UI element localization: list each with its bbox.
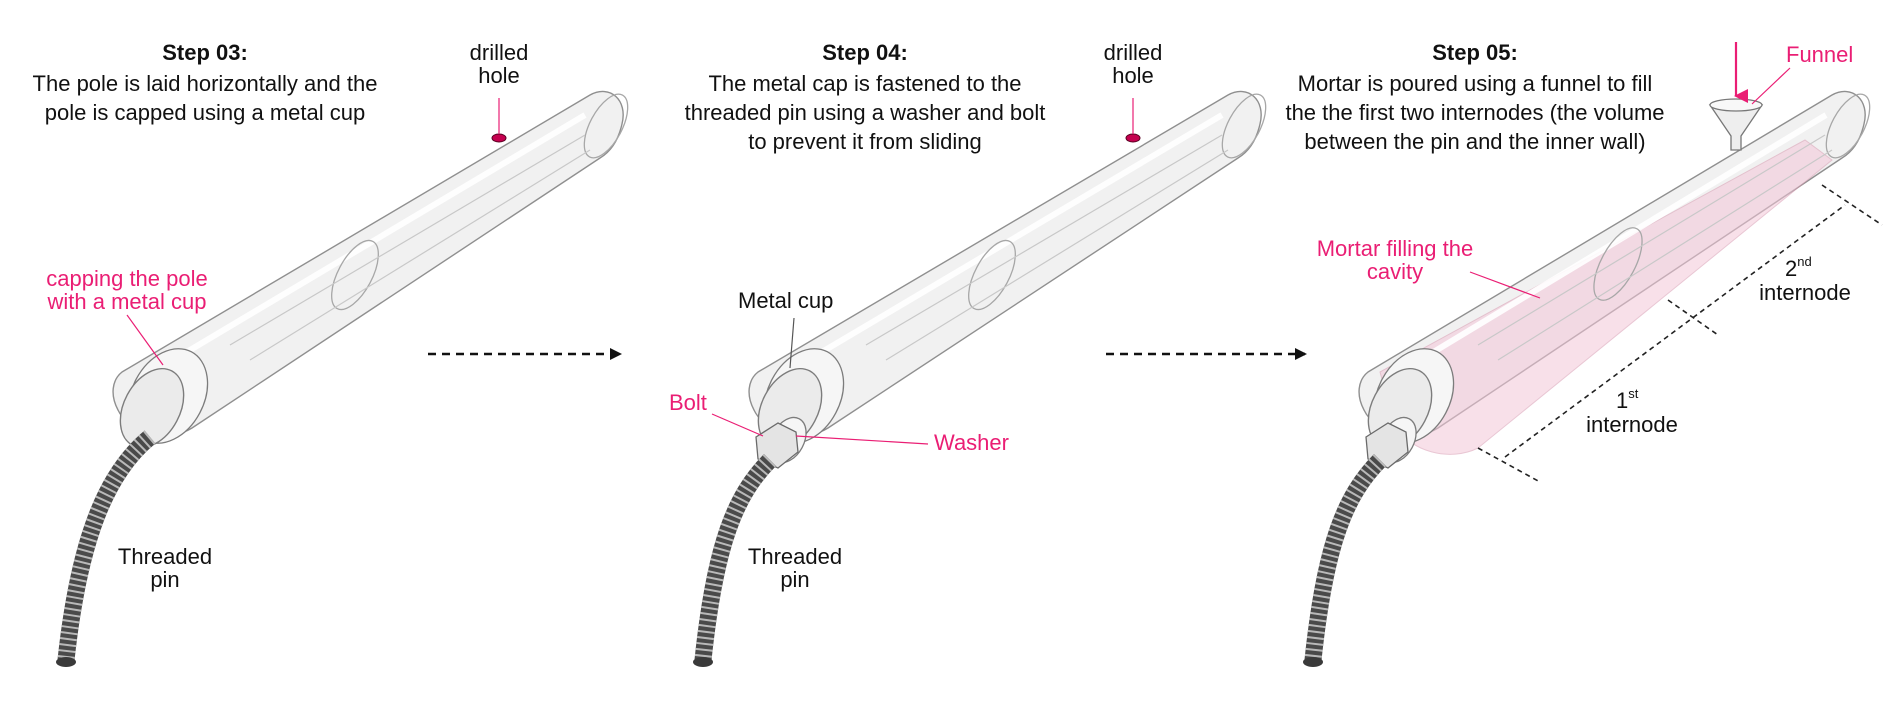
label-mortar-line-1: Mortar filling the (1317, 236, 1474, 261)
label-first-internode: 1st internode (1586, 386, 1678, 437)
first-internode-number: 1 (1616, 388, 1628, 413)
threaded-pin-step-04 (693, 453, 777, 667)
step-04-title: Step 04: (822, 40, 908, 65)
leader-washer (795, 435, 929, 445)
leader-mortar (1469, 271, 1541, 299)
threaded-pin-step-03 (56, 430, 156, 667)
label-washer: Washer (934, 430, 1009, 455)
svg-text:1st: 1st (1616, 386, 1639, 413)
leader-capping (126, 314, 164, 366)
threaded-pin-step-05 (1303, 453, 1387, 667)
label-funnel: Funnel (1786, 42, 1853, 67)
pin-end-step-03 (56, 657, 76, 667)
step-05-desc-line-2: the the first two internodes (the volume (1285, 100, 1664, 125)
label-bolt: Bolt (669, 390, 707, 415)
pole-step-03 (112, 90, 629, 436)
drilled-hole-step-04 (1125, 133, 1141, 143)
label-metal-cup: Metal cup (738, 288, 833, 313)
step-04-desc-line-2: threaded pin using a washer and bolt (685, 100, 1046, 125)
first-internode-suffix: st (1628, 386, 1639, 401)
internode-dimensions (1477, 184, 1883, 483)
step-03-desc-line-2: pole is capped using a metal cup (45, 100, 365, 125)
step-03-title: Step 03: (162, 40, 248, 65)
label-second-internode: 2nd internode (1759, 254, 1851, 305)
label-threaded-pin-step-04-line-1: Threaded (748, 544, 842, 569)
label-drilled-hole-step-04-line-1: drilled (1104, 40, 1163, 65)
pole-step-04 (748, 90, 1267, 436)
label-threaded-pin-step-03-line-1: Threaded (118, 544, 212, 569)
label-drilled-hole-step-03-line-1: drilled (470, 40, 529, 65)
pin-end-step-04 (693, 657, 713, 667)
metal-cup-step-03 (119, 348, 209, 449)
first-internode-word: internode (1586, 412, 1678, 437)
svg-text:2nd: 2nd (1785, 254, 1812, 281)
funnel-icon (1708, 42, 1764, 151)
step-05-desc-line-1: Mortar is poured using a funnel to fill (1298, 71, 1653, 96)
panel-step-04: Step 04: The metal cap is fastened to th… (669, 40, 1267, 667)
label-threaded-pin-step-03-line-2: pin (150, 567, 179, 592)
leader-bolt (711, 413, 764, 437)
step-04-desc-line-3: to prevent it from sliding (748, 129, 982, 154)
second-internode-number: 2 (1785, 256, 1797, 281)
second-internode-suffix: nd (1797, 254, 1811, 269)
second-internode-word: internode (1759, 280, 1851, 305)
step-05-title: Step 05: (1432, 40, 1518, 65)
pole-step-05 (1358, 90, 1871, 455)
leader-metal-cup (789, 317, 795, 369)
label-drilled-hole-step-03-line-2: hole (478, 63, 520, 88)
drilled-hole-step-03 (491, 133, 507, 143)
label-mortar-line-2: cavity (1367, 259, 1423, 284)
label-capping-line-2: with a metal cup (47, 289, 207, 314)
step-04-desc-line-1: The metal cap is fastened to the (708, 71, 1021, 96)
label-threaded-pin-step-04-line-2: pin (780, 567, 809, 592)
label-drilled-hole-step-04-line-2: hole (1112, 63, 1154, 88)
step-05-desc-line-3: between the pin and the inner wall) (1304, 129, 1645, 154)
panel-step-03: Step 03: The pole is laid horizontally a… (33, 40, 629, 667)
label-capping-line-1: capping the pole (46, 266, 207, 291)
step-03-desc-line-1: The pole is laid horizontally and the (33, 71, 378, 96)
panel-step-05: Step 05: Mortar is poured using a funnel… (1285, 40, 1883, 667)
pin-end-step-05 (1303, 657, 1323, 667)
leader-funnel (1751, 67, 1791, 105)
